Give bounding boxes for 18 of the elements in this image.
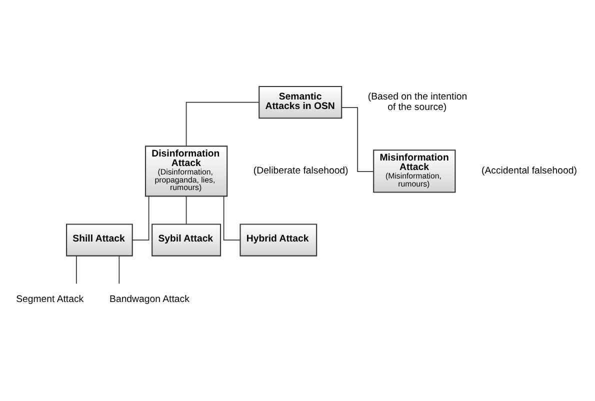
node-box: Sybil Attack: [152, 223, 222, 256]
connector: [186, 101, 260, 146]
connector: [76, 255, 77, 284]
connector: [186, 195, 187, 224]
node-label: (Based on the intention of the source): [368, 90, 468, 113]
node-box: Shill Attack: [66, 223, 133, 256]
node-text: Bandwagon Attack: [110, 294, 190, 305]
connector: [341, 106, 374, 172]
connector: [223, 195, 241, 240]
connector: [118, 255, 120, 284]
node-text: Segment Attack: [16, 294, 84, 305]
node-box: Semantic Attacks in OSN: [258, 85, 342, 118]
connector: [132, 195, 150, 240]
node-box: Disinformation Attack (Disinformation, propaganda, lies, rumours): [144, 145, 228, 196]
node-box: Hybrid Attack: [240, 223, 318, 256]
node-label: (Accidental falsehood): [482, 165, 577, 176]
node-box: Misinformation Attack (Misinformation, rumours): [373, 149, 456, 192]
node-label: (Deliberate falsehood): [253, 165, 348, 176]
